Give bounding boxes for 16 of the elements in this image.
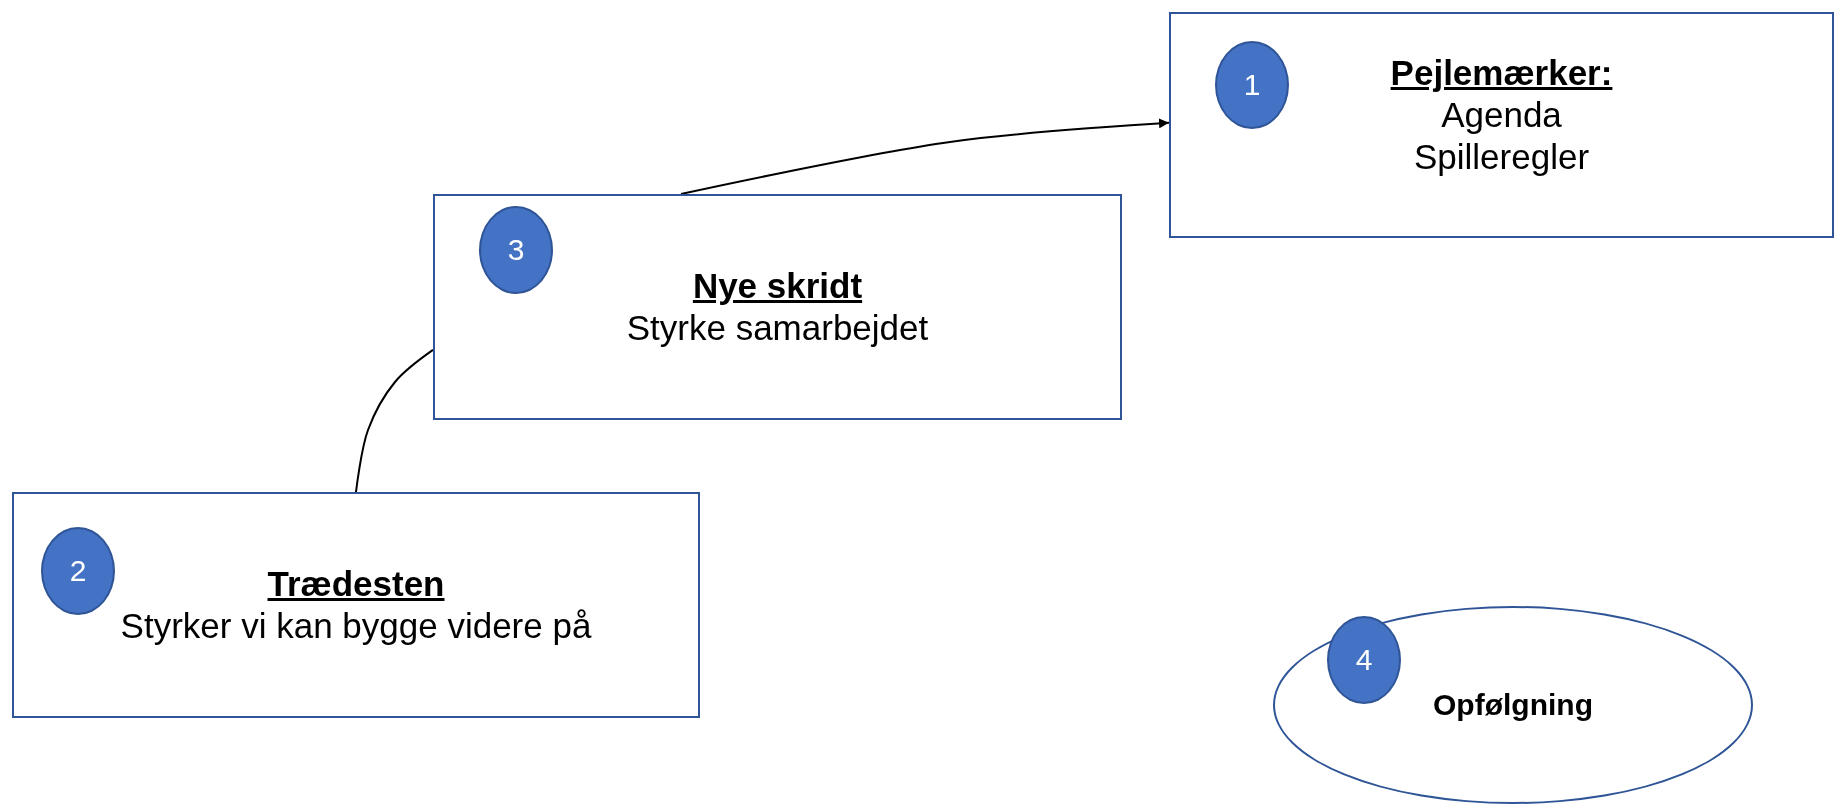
number-badge: 3 bbox=[479, 206, 553, 294]
heading: Trædesten bbox=[267, 563, 445, 605]
process-box bbox=[12, 492, 700, 718]
body-text: Spilleregler bbox=[1413, 136, 1590, 178]
heading: Pejlemærker: bbox=[1390, 52, 1613, 94]
heading: Nye skridt bbox=[692, 265, 863, 307]
body-text: Styrker vi kan bygge videre på bbox=[120, 605, 592, 647]
number-badge: 2 bbox=[41, 527, 115, 615]
body-text: Styrke samarbejdet bbox=[626, 307, 929, 349]
body-text: Agenda bbox=[1441, 94, 1562, 136]
process-box bbox=[1169, 12, 1834, 238]
heading: Opfølgning bbox=[1433, 687, 1593, 723]
process-box bbox=[433, 194, 1122, 420]
number-badge: 1 bbox=[1215, 41, 1289, 129]
number-badge: 4 bbox=[1327, 616, 1401, 704]
curved-arrow bbox=[680, 118, 1170, 195]
